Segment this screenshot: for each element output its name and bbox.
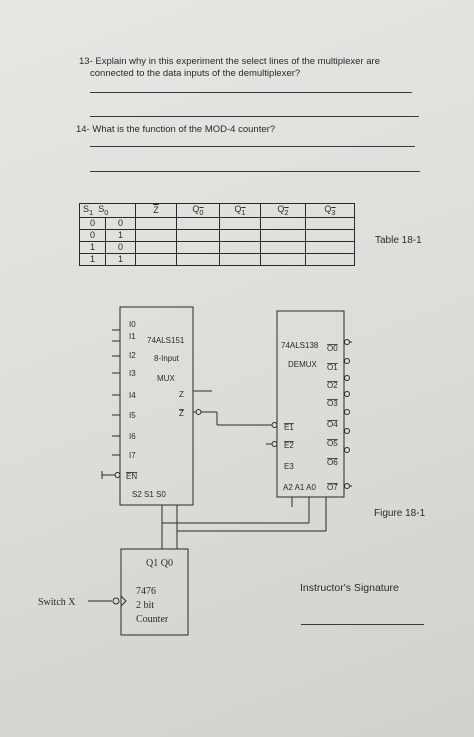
signature-line xyxy=(301,624,424,625)
mux-enable: EN xyxy=(126,472,137,481)
demux-out-o0: O0 xyxy=(327,344,338,353)
q0-header: Q0 xyxy=(176,203,220,218)
question-13-line2: connected to the data inputs of the demu… xyxy=(90,68,301,79)
demux-en-e3: E3 xyxy=(284,462,294,471)
question-13-line1: 13- Explain why in this experiment the s… xyxy=(79,56,380,67)
counter-part: 7476 xyxy=(136,586,156,597)
mux-input-i7: I7 xyxy=(129,451,136,460)
demux-address: A2 A1 A0 xyxy=(283,483,316,492)
mux-select: S2 S1 S0 xyxy=(132,490,166,499)
zbar-bubble xyxy=(195,409,202,415)
clock-bubble xyxy=(112,597,120,605)
answer-line xyxy=(90,171,420,172)
counter-desc1: 2 bit xyxy=(136,600,154,611)
demux-out-o2: O2 xyxy=(327,381,338,390)
demux-box xyxy=(276,310,345,498)
demux-out-o5: O5 xyxy=(327,439,338,448)
counter-outputs: Q1 Q0 xyxy=(146,558,173,569)
demux-en-e2: E2 xyxy=(284,441,294,450)
mux-input-i1: I1 xyxy=(129,332,136,341)
counter-desc2: Counter xyxy=(136,614,169,625)
mux-input-i2: I2 xyxy=(129,351,136,360)
answer-line xyxy=(90,116,419,117)
signature-label: Instructor's Signature xyxy=(300,582,399,594)
figure-caption: Figure 18-1 xyxy=(374,508,426,519)
question-14: 14- What is the function of the MOD-4 co… xyxy=(76,124,276,135)
mux-input-i3: I3 xyxy=(129,369,136,378)
mux-input-i0: I0 xyxy=(129,320,136,329)
demux-out-o6: O6 xyxy=(327,458,338,467)
en-bubble xyxy=(114,472,121,478)
demux-out-o4: O4 xyxy=(327,420,338,429)
answer-line xyxy=(90,92,412,93)
mux-box xyxy=(119,306,194,506)
mux-input-i6: I6 xyxy=(129,432,136,441)
answer-line xyxy=(90,146,415,147)
demux-name: DEMUX xyxy=(288,360,318,369)
mux-desc2: MUX xyxy=(157,374,175,383)
mux-out-z: Z xyxy=(179,390,184,399)
demux-part: 74ALS138 xyxy=(281,341,319,350)
demux-out-o7: O7 xyxy=(327,483,338,492)
counter-box xyxy=(120,548,189,636)
demux-out-o3: O3 xyxy=(327,399,338,408)
e1-bubble xyxy=(271,422,278,428)
table-caption: Table 18-1 xyxy=(375,235,422,246)
mux-input-i4: I4 xyxy=(129,391,136,400)
switch-x-label: Switch X xyxy=(38,597,76,608)
mux-input-i5: I5 xyxy=(129,411,136,420)
mux-out-zbar: Z xyxy=(179,409,184,418)
mux-desc1: 8-Input xyxy=(154,354,180,363)
mux-part: 74ALS151 xyxy=(147,336,185,345)
demux-out-o1: O1 xyxy=(327,363,338,372)
e2-bubble xyxy=(271,441,278,447)
demux-en-e1: E1 xyxy=(284,423,294,432)
